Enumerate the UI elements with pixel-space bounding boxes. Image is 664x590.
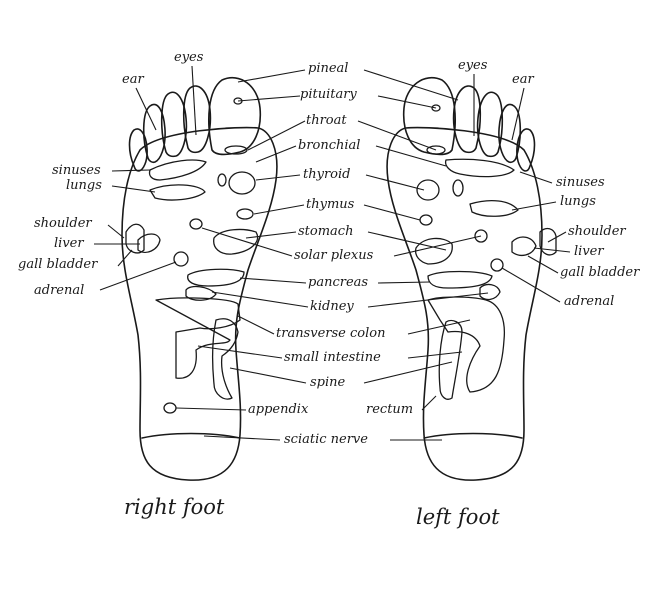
leader-lines	[94, 65, 571, 441]
label-left-gall-bladder: gall bladder	[560, 265, 640, 280]
right-toe-4	[142, 103, 166, 164]
label-left-eyes: eyes	[458, 58, 488, 73]
title-right-foot: right foot	[124, 495, 225, 519]
right-foot-drawing	[121, 76, 278, 481]
label-left-shoulder: shoulder	[568, 224, 626, 239]
label-right-sinuses: sinuses	[52, 163, 101, 178]
label-left-lungs: lungs	[560, 194, 596, 209]
label-left-liver: liver	[574, 244, 604, 259]
title-left-foot: left foot	[416, 505, 500, 529]
label-small-intestine: small intestine	[284, 350, 381, 365]
label-left-sinuses: sinuses	[556, 175, 605, 190]
label-transverse-colon: transverse colon	[276, 326, 386, 341]
label-left-ear: ear	[512, 72, 534, 87]
right-big-toe	[208, 76, 262, 156]
label-spine: spine	[310, 375, 346, 390]
label-pancreas: pancreas	[308, 275, 369, 290]
label-right-gall-bladder: gall bladder	[18, 257, 98, 272]
label-right-eyes: eyes	[174, 50, 204, 65]
label-right-shoulder: shoulder	[34, 216, 92, 231]
left-big-toe	[402, 76, 456, 156]
label-sciatic-nerve: sciatic nerve	[284, 432, 368, 447]
label-pituitary: pituitary	[300, 87, 357, 102]
right-toe-3	[160, 91, 188, 158]
label-appendix: appendix	[248, 402, 309, 417]
right-toe-2	[182, 85, 212, 154]
label-right-ear: ear	[122, 72, 144, 87]
left-foot-outline	[386, 126, 543, 481]
label-thyroid: thyroid	[303, 167, 351, 182]
label-thymus: thymus	[306, 197, 355, 212]
left-toe-4	[498, 103, 522, 164]
label-right-adrenal: adrenal	[34, 283, 85, 298]
left-toe-5	[516, 128, 536, 172]
label-left-adrenal: adrenal	[564, 294, 615, 309]
label-right-liver: liver	[54, 236, 84, 251]
left-foot-drawing	[386, 76, 557, 481]
left-toe-2	[452, 85, 482, 154]
label-right-lungs: lungs	[66, 178, 102, 193]
label-bronchial: bronchial	[298, 138, 361, 153]
label-throat: throat	[306, 113, 347, 128]
label-kidney: kidney	[310, 299, 354, 314]
label-stomach: stomach	[298, 224, 354, 239]
left-heel-line	[423, 432, 523, 439]
right-heel-line	[141, 432, 241, 439]
right-foot-outline	[121, 126, 278, 481]
label-solar-plexus: solar plexus	[294, 248, 374, 263]
label-pineal: pineal	[308, 61, 349, 76]
label-rectum: rectum	[366, 402, 414, 417]
left-toe-3	[476, 91, 504, 158]
